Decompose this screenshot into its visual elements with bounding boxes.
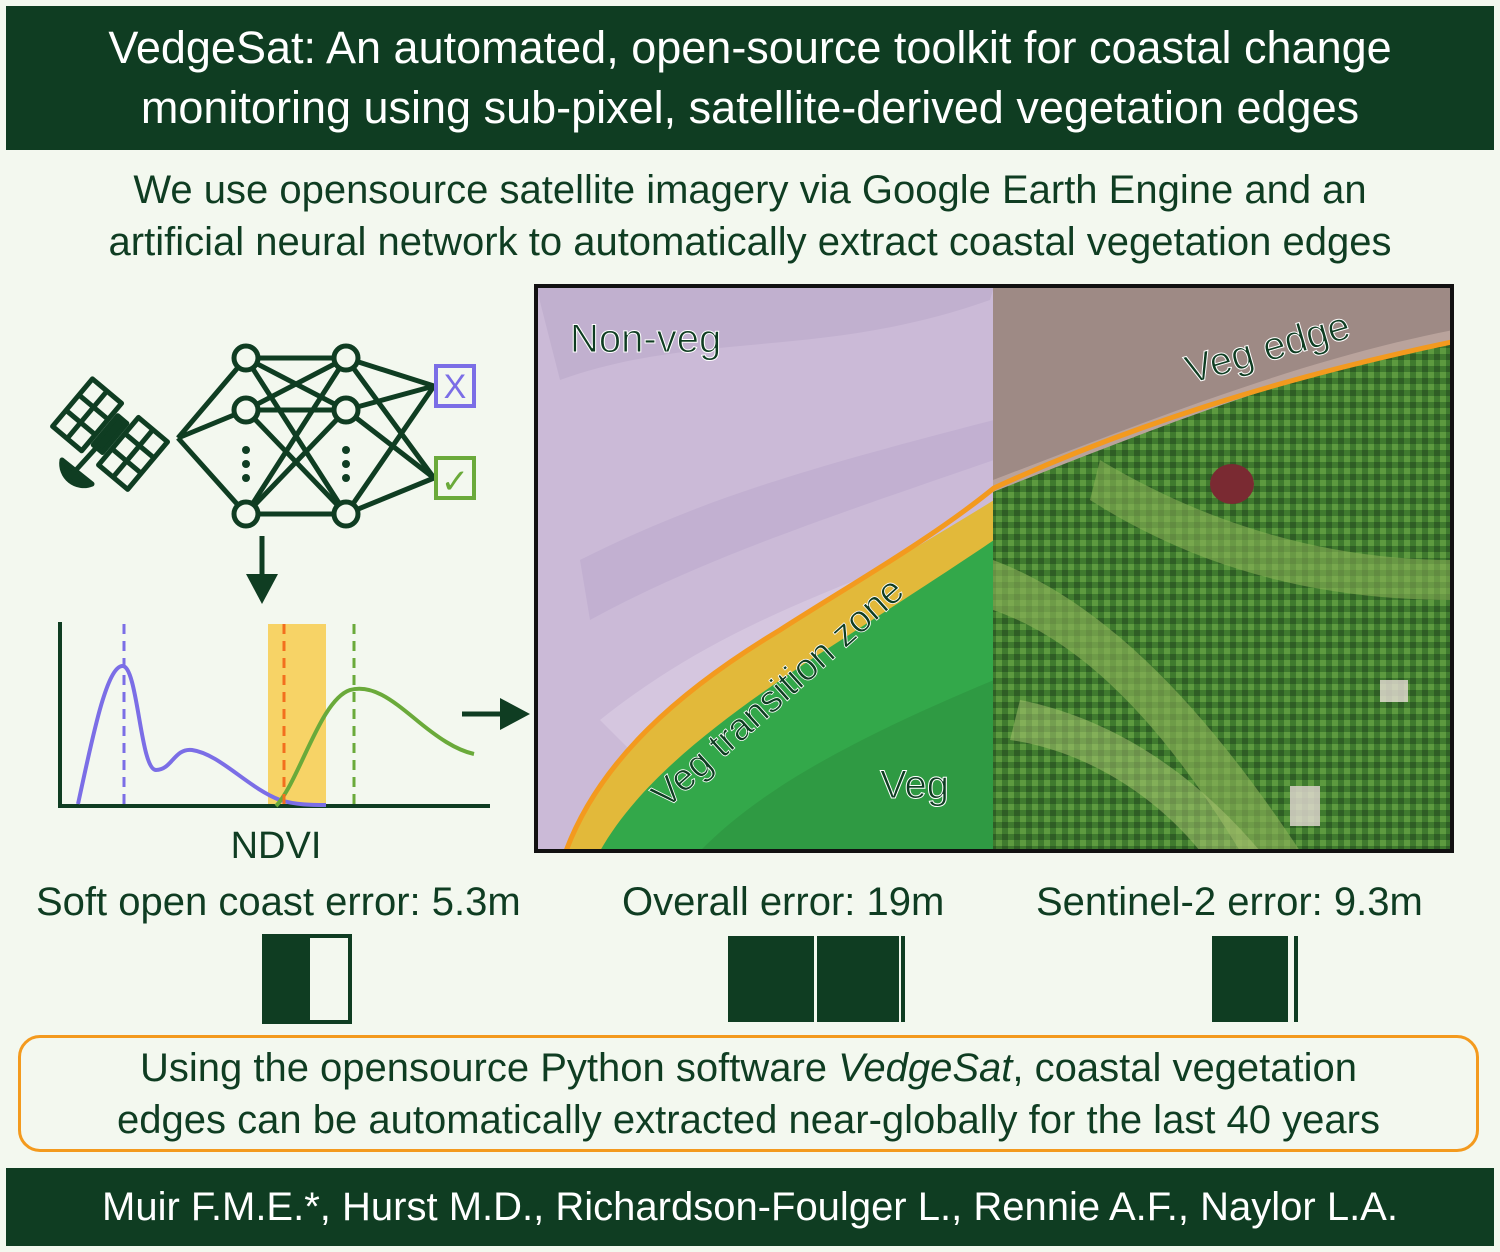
reject-box-icon: X <box>434 364 476 408</box>
nn-ellipsis-dots <box>242 446 350 482</box>
error-bar-soft-open-coast <box>262 934 352 1024</box>
software-name: VedgeSat <box>838 1045 1013 1090</box>
summary-line-1: Using the opensource Python software Ved… <box>139 1045 1358 1090</box>
authors-text: Muir F.M.E.*, Hurst M.D., Richardson-Fou… <box>102 1184 1398 1229</box>
nn-connections <box>176 355 437 517</box>
summary-line-2: edges can be automatically extracted nea… <box>117 1097 1380 1142</box>
veg-edge-line <box>563 339 1452 851</box>
true-colour-image-half <box>993 286 1452 851</box>
summary-box: Using the opensource Python software Ved… <box>18 1035 1479 1152</box>
satellite-image-panel: Non-veg Veg edge Veg transition zone Veg <box>536 286 1452 851</box>
histogram-xlabel: NDVI <box>231 825 322 867</box>
svg-text:✓: ✓ <box>441 462 470 502</box>
title-line-2: monitoring using sub-pixel, satellite-de… <box>140 82 1360 133</box>
error-bar-sentinel-2 <box>1212 936 1298 1022</box>
subtitle-line-2: artificial neural network to automatical… <box>108 220 1392 264</box>
stat-sentinel-2: Sentinel-2 error: 9.3m <box>1036 880 1423 924</box>
satellite-icon <box>50 376 171 492</box>
error-bar-overall <box>728 936 905 1022</box>
right-arrow-icon <box>462 698 530 730</box>
down-arrow-icon <box>246 536 278 604</box>
image-panel-border <box>534 284 1454 853</box>
subtitle-line-1: We use opensource satellite imagery via … <box>133 168 1367 212</box>
classified-image-half <box>536 286 994 851</box>
label-veg: Veg <box>880 763 949 807</box>
title-banner: VedgeSat: An automated, open-source tool… <box>6 6 1494 150</box>
subtitle: We use opensource satellite imagery via … <box>0 164 1500 268</box>
authors-banner: Muir F.M.E.*, Hurst M.D., Richardson-Fou… <box>6 1168 1494 1246</box>
title-line-1: VedgeSat: An automated, open-source tool… <box>108 22 1392 73</box>
neural-network-icon <box>176 343 437 529</box>
ndvi-histogram: NDVI <box>58 622 490 867</box>
stat-soft-open-coast: Soft open coast error: 5.3m <box>36 880 521 924</box>
accept-box-icon: ✓ <box>434 456 476 502</box>
nn-nodes <box>231 343 361 529</box>
veg-curve <box>274 686 475 808</box>
transition-band <box>268 624 326 806</box>
stat-overall: Overall error: 19m <box>622 880 945 924</box>
label-non-veg: Non-veg <box>570 317 721 361</box>
svg-text:X: X <box>444 368 467 406</box>
